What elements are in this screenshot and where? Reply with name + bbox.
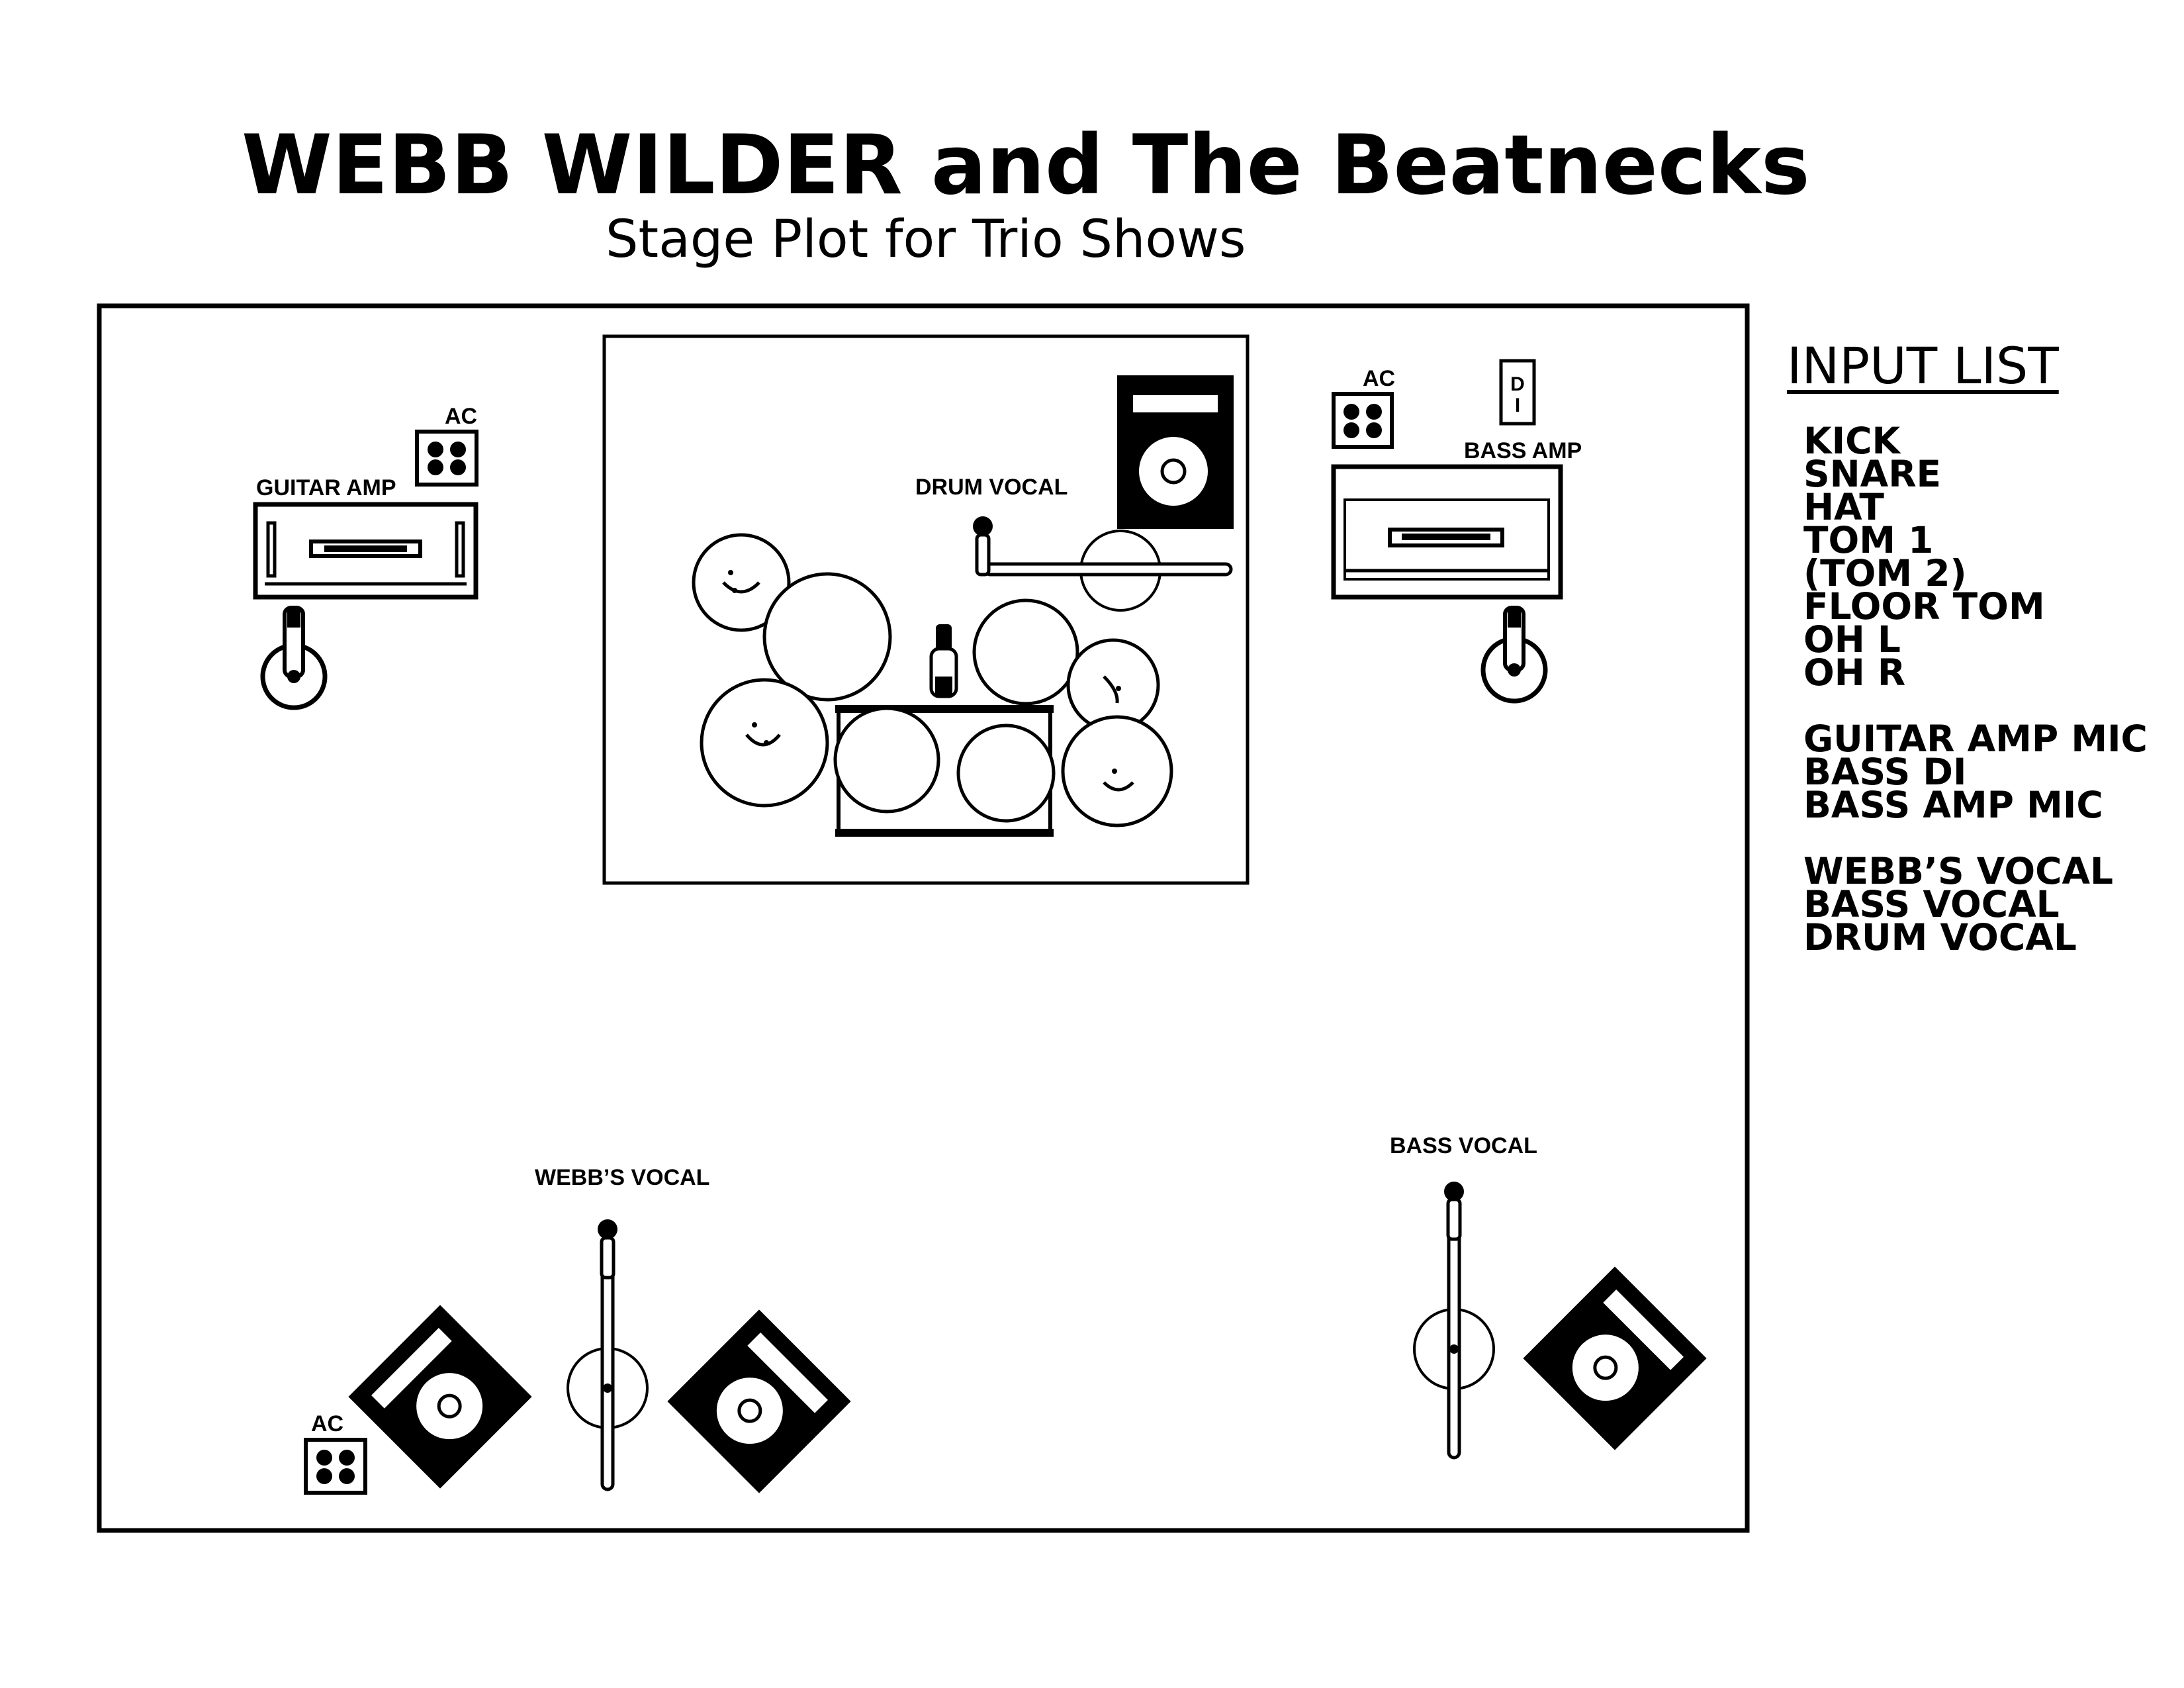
input-group-amps: GUITAR AMP MIC BASS DI BASS AMP MIC: [1803, 718, 2158, 826]
page-subtitle: Stage Plot for Trio Shows: [606, 210, 1246, 269]
input-group-vocals: WEBB’S VOCAL BASS VOCAL DRUM VOCAL: [1803, 850, 2158, 959]
input-item: DRUM VOCAL: [1803, 916, 2077, 959]
di-box-icon: [1499, 359, 1536, 426]
ac-label-guitar: AC: [445, 404, 477, 429]
guitar-amp-label: GUITAR AMP: [256, 475, 396, 500]
input-item: SNARE: [1803, 453, 1942, 495]
drum-kit-icon: [692, 533, 1173, 837]
ac-outlet-front-icon: [304, 1438, 367, 1495]
input-item: GUITAR AMP MIC: [1803, 718, 2148, 760]
stage-outline: [97, 303, 1750, 1533]
bass-amp-label: BASS AMP: [1464, 438, 1582, 463]
monitor-wedge-left-icon: [348, 1305, 532, 1489]
ac-label-front: AC: [311, 1411, 343, 1436]
input-list-heading: INPUT LIST: [1787, 336, 2059, 395]
ac-outlet-guitar-icon: [415, 430, 478, 487]
guitar-amp-mic-icon: [260, 606, 328, 710]
webbs-vocal-mic-icon: [567, 1219, 649, 1491]
input-group-drums: KICK SNARE HAT TOM 1 (TOM 2) FLOOR TOM O…: [1803, 420, 2158, 694]
drum-riser: [602, 334, 1250, 885]
input-item: BASS DI: [1803, 751, 1967, 793]
input-item: KICK: [1803, 420, 1901, 462]
di-label: D: [1510, 373, 1525, 395]
input-list: INPUT LIST KICK SNARE HAT TOM 1 (TOM 2) …: [1787, 334, 2158, 987]
di-label-2: I: [1515, 395, 1520, 416]
bass-amp-icon: [1331, 464, 1563, 600]
input-item: BASS VOCAL: [1803, 883, 2060, 925]
drum-monitor-wedge-icon: [1117, 375, 1234, 529]
ac-label-bass: AC: [1363, 366, 1395, 391]
input-item: OH R: [1803, 651, 1906, 694]
input-item: TOM 1: [1803, 519, 1934, 561]
bass-vocal-label: BASS VOCAL: [1390, 1133, 1537, 1158]
input-item: WEBB’S VOCAL: [1803, 850, 2114, 892]
ac-outlet-bass-icon: [1332, 392, 1394, 449]
drum-vocal-label: DRUM VOCAL: [915, 475, 1068, 500]
webbs-vocal-label: WEBB’S VOCAL: [535, 1165, 709, 1190]
page-title: WEBB WILDER and The Beatnecks: [242, 118, 1810, 213]
input-item: BASS AMP MIC: [1803, 784, 2103, 826]
guitar-amp-icon: [253, 502, 478, 600]
input-item: HAT: [1803, 486, 1884, 528]
bass-vocal-mic-icon: [1413, 1182, 1495, 1460]
monitor-wedge-right-icon: [1523, 1266, 1707, 1450]
drum-vocal-mic-icon: [973, 516, 1233, 612]
input-item: FLOOR TOM: [1803, 585, 2045, 628]
input-item: (TOM 2): [1803, 552, 1967, 594]
monitor-wedge-center-icon: [667, 1309, 851, 1493]
input-item: OH L: [1803, 618, 1901, 661]
bass-amp-mic-icon: [1480, 606, 1548, 704]
